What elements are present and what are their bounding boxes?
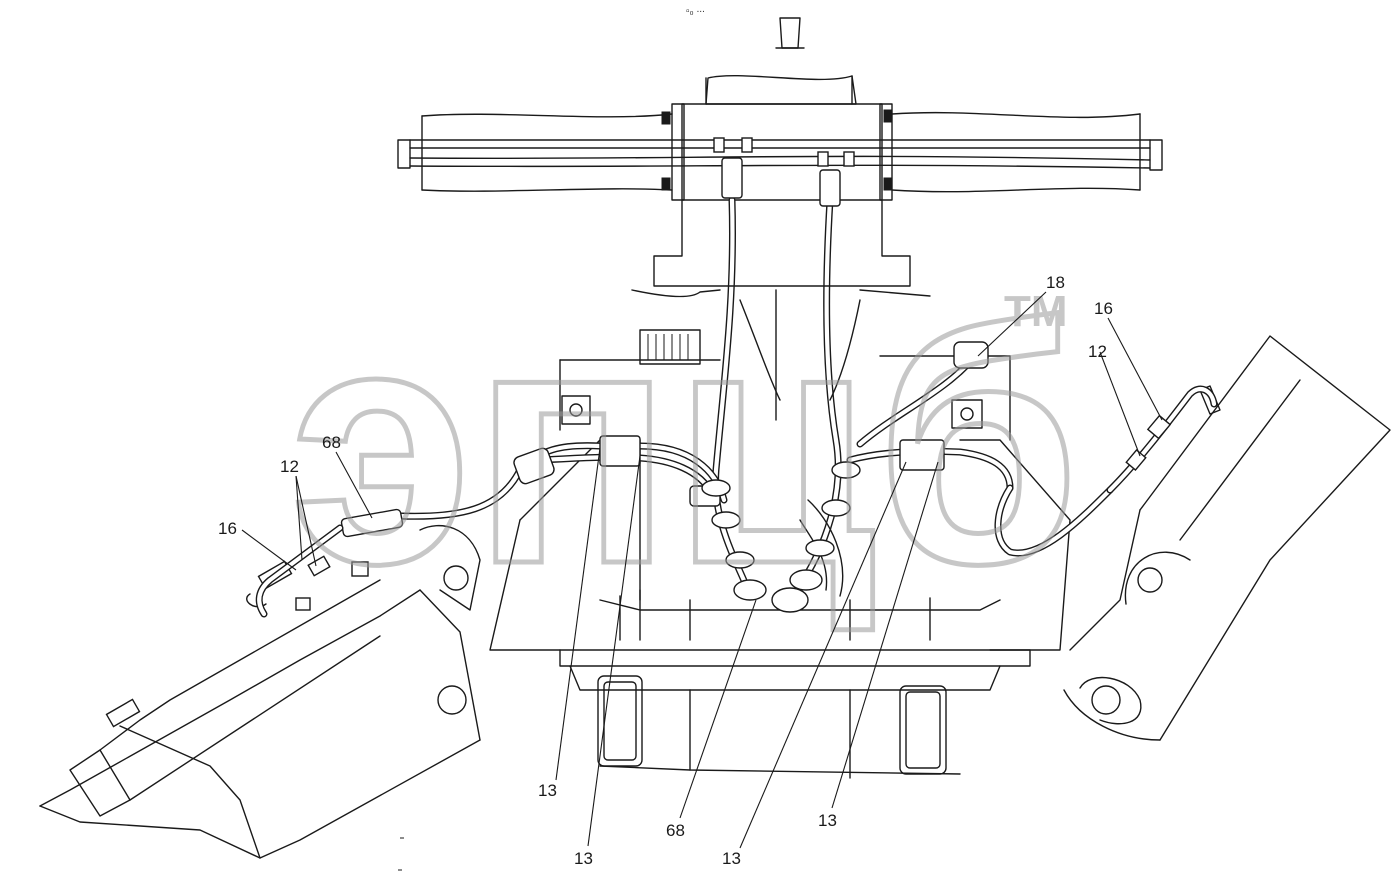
watermark-trademark: TM: [1004, 287, 1068, 336]
right-arm: [1063, 335, 1391, 741]
callouts: 18 16 12 12 68 16 13 13 68 13 13: [218, 273, 1113, 868]
callout-68-left: 68: [322, 433, 341, 452]
watermark-logo: эпцб: [290, 255, 1080, 635]
callout-12-right: 12: [1088, 342, 1107, 361]
header-mark: ▫₀ ∙∙∙: [686, 6, 705, 17]
callout-16-right: 16: [1094, 299, 1113, 318]
crossbeam: [397, 111, 1163, 193]
leader-lines: [241, 291, 1163, 849]
callout-13-b: 13: [574, 849, 593, 868]
right-hoses: [799, 341, 1218, 597]
callout-13-a: 13: [538, 781, 557, 800]
callout-16-left: 16: [218, 519, 237, 538]
central-housing: [559, 199, 1011, 441]
callout-13-c: 13: [722, 849, 741, 868]
callout-68-bottom: 68: [666, 821, 685, 840]
callout-18: 18: [1046, 273, 1065, 292]
callout-13-d: 13: [818, 811, 837, 830]
watermark: эпцб TM: [288, 253, 1083, 638]
base-frame: [489, 439, 1071, 779]
hose-clamps: [701, 461, 861, 613]
callout-12-left: 12: [280, 457, 299, 476]
rotor-hub: [661, 17, 893, 201]
